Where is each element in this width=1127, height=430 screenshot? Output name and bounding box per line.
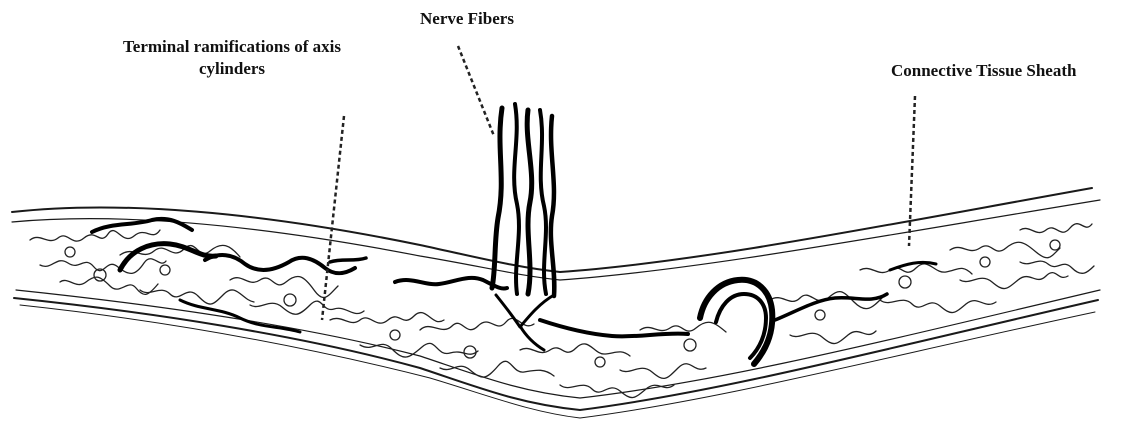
leader-terminal-ramifications bbox=[322, 116, 344, 320]
label-connective-tissue-sheath: Connective Tissue Sheath bbox=[891, 60, 1076, 82]
label-terminal-line1: Terminal ramifications of axis bbox=[98, 36, 366, 58]
label-terminal-line2: cylinders bbox=[98, 58, 366, 80]
label-nerve-fibers: Nerve Fibers bbox=[420, 8, 514, 30]
axis-cylinder-ramifications bbox=[92, 219, 936, 364]
label-terminal-ramifications: Terminal ramifications of axis cylinders bbox=[98, 36, 366, 80]
leader-connective-tissue bbox=[909, 96, 915, 246]
nerve-fiber-bundle bbox=[492, 104, 554, 350]
leader-nerve-fibers bbox=[458, 46, 494, 136]
